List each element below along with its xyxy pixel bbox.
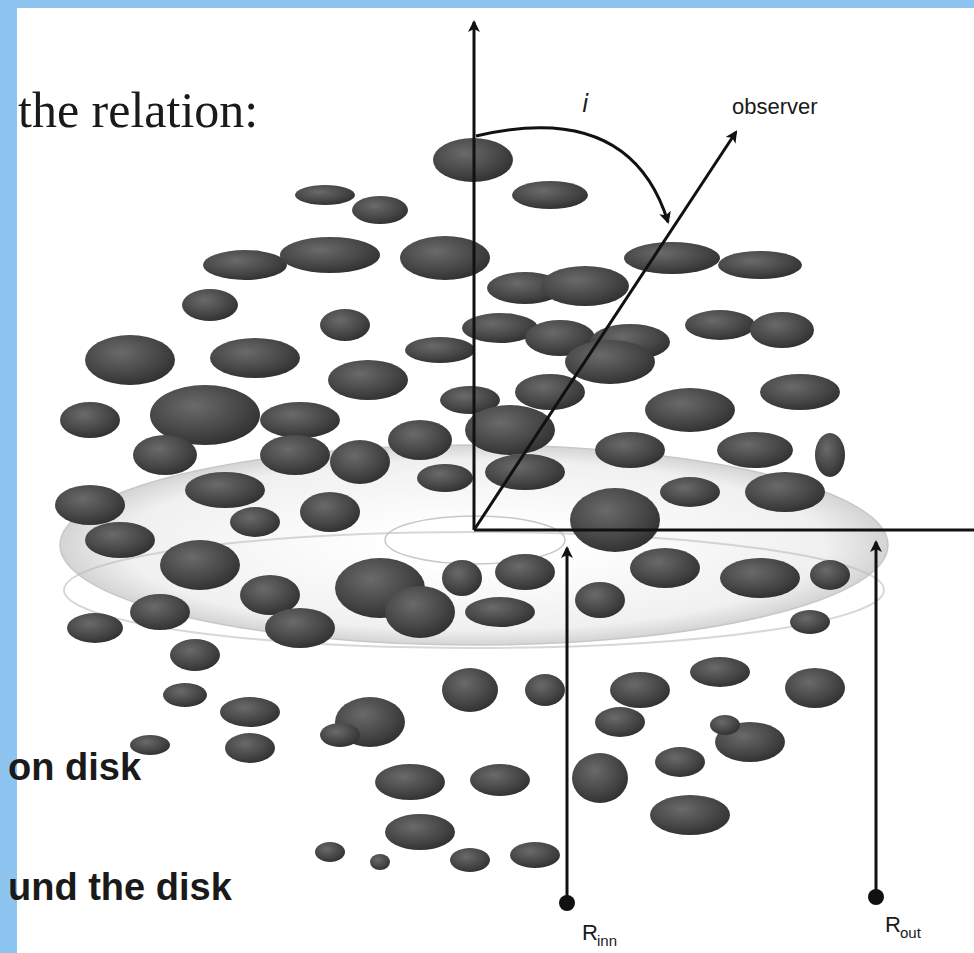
slide-text: the relation:: [18, 85, 258, 135]
radius-label: R: [885, 914, 901, 936]
axes: [474, 22, 974, 530]
slide-text: und the disk: [8, 868, 232, 906]
radius-dot: [559, 895, 575, 911]
radius-subscript: out: [900, 925, 921, 940]
left-strip: [0, 0, 17, 953]
radius-pointers: [567, 542, 876, 902]
slide-text: on disk: [8, 748, 141, 786]
observer-label: observer: [732, 96, 818, 118]
radius-dot: [868, 889, 884, 905]
cloud-group: [55, 138, 850, 872]
radius-subscript: inn: [597, 933, 617, 948]
angle-label: i: [582, 92, 589, 116]
radius-label: R: [582, 922, 598, 944]
disk-rim: [64, 532, 884, 648]
top-strip: [0, 0, 974, 8]
